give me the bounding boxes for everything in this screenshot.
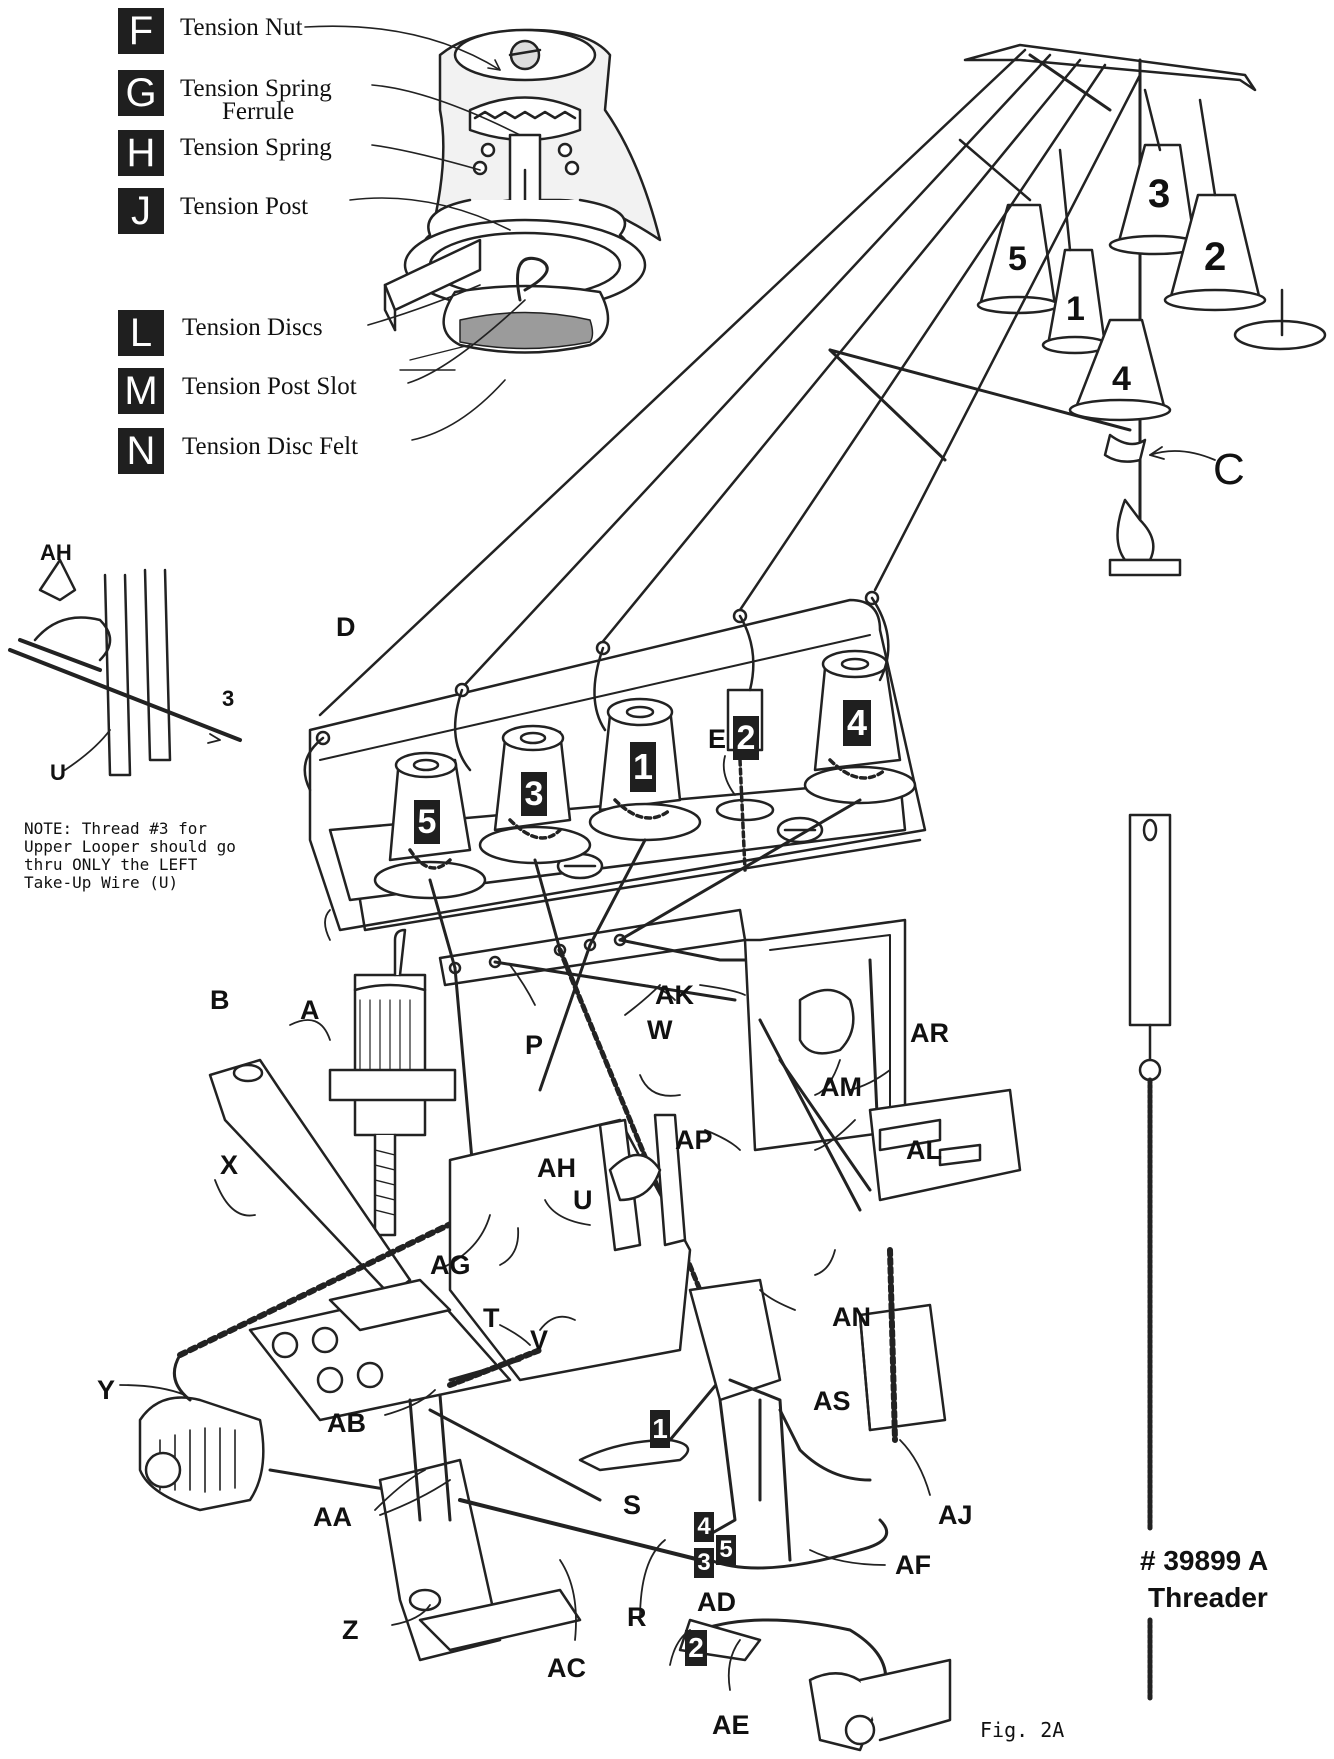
label-aj: AJ bbox=[938, 1500, 973, 1530]
spool-number-2: 2 bbox=[1204, 235, 1227, 279]
cone-number-3: 3 bbox=[521, 772, 547, 816]
spool-number-1: 1 bbox=[1066, 290, 1085, 328]
label-d: D bbox=[336, 612, 356, 642]
spool-number-5: 5 bbox=[1008, 240, 1027, 278]
cone-number-5: 5 bbox=[414, 800, 440, 844]
label-ak: AK bbox=[655, 980, 694, 1010]
cone-number-1: 1 bbox=[630, 742, 656, 792]
label-al: AL bbox=[906, 1135, 942, 1165]
label-ag: AG bbox=[430, 1250, 471, 1280]
label-ah: AH bbox=[537, 1153, 576, 1183]
label-s: S bbox=[623, 1490, 642, 1520]
label-c: C bbox=[1213, 445, 1245, 494]
label-ap: AP bbox=[675, 1125, 713, 1155]
threader-label: Threader bbox=[1148, 1582, 1268, 1613]
spool-number-4: 4 bbox=[1112, 360, 1131, 398]
label-aa: AA bbox=[313, 1502, 352, 1532]
threader-drawing bbox=[1128, 813, 1172, 1703]
legend-badge-g: G bbox=[118, 70, 164, 116]
legend-label-tension-nut: Tension Nut bbox=[180, 14, 303, 41]
legend-badge-f: F bbox=[118, 8, 164, 54]
label-am: AM bbox=[820, 1072, 862, 1102]
inset-label-u: U bbox=[50, 760, 66, 785]
legend-label-tension-discs: Tension Discs bbox=[182, 314, 323, 341]
cone-number-2: 2 bbox=[733, 716, 759, 760]
label-b: B bbox=[210, 985, 230, 1015]
cone-number-4: 4 bbox=[843, 700, 871, 746]
label-t: T bbox=[483, 1303, 500, 1333]
path-number-3: 3 bbox=[694, 1548, 714, 1578]
legend-badge-l: L bbox=[118, 310, 164, 356]
legend-label-tension-post-slot: Tension Post Slot bbox=[182, 373, 357, 400]
label-ae: AE bbox=[712, 1710, 750, 1740]
guide-and-threads-drawing bbox=[119, 755, 1022, 1752]
label-ab: AB bbox=[327, 1408, 366, 1438]
legend-label-ferrule: Ferrule bbox=[222, 98, 295, 125]
label-ar: AR bbox=[910, 1018, 949, 1048]
label-u: U bbox=[573, 1185, 593, 1215]
label-ac: AC bbox=[547, 1653, 586, 1683]
label-y: Y bbox=[97, 1375, 116, 1405]
label-af: AF bbox=[895, 1550, 931, 1580]
note-text: NOTE: Thread #3 for Upper Looper should … bbox=[24, 819, 236, 892]
label-p: P bbox=[525, 1030, 544, 1060]
label-w: W bbox=[647, 1015, 673, 1045]
label-x: X bbox=[220, 1150, 239, 1180]
label-as: AS bbox=[813, 1386, 851, 1416]
label-ad: AD bbox=[697, 1587, 736, 1617]
threader-number: # 39899 A bbox=[1140, 1545, 1269, 1576]
tension-assembly-drawing bbox=[304, 25, 662, 441]
inset-label-3: 3 bbox=[222, 686, 235, 711]
inset-take-up-wire-drawing bbox=[8, 558, 242, 777]
legend-badge-h: H bbox=[118, 130, 164, 176]
label-z: Z bbox=[342, 1615, 359, 1645]
legend-badge-m: M bbox=[118, 368, 164, 414]
label-r: R bbox=[627, 1602, 647, 1632]
label-a: A bbox=[300, 995, 320, 1025]
label-e: E bbox=[708, 724, 727, 754]
label-v: V bbox=[530, 1325, 549, 1355]
thread-stand-drawing bbox=[318, 43, 1327, 717]
legend-label-tension-post: Tension Post bbox=[180, 193, 309, 220]
spool-number-3: 3 bbox=[1148, 172, 1171, 216]
path-number-4: 4 bbox=[694, 1512, 714, 1542]
legend-label-tension-spring: Tension Spring bbox=[180, 134, 332, 161]
path-number-2: 2 bbox=[685, 1630, 707, 1666]
tension-panel-drawing bbox=[303, 590, 927, 932]
legend-label-tension-spring-ferrule: Tension Spring bbox=[180, 75, 332, 102]
path-number-1: 1 bbox=[650, 1410, 670, 1448]
legend-label-tension-disc-felt: Tension Disc Felt bbox=[182, 433, 359, 460]
label-an: AN bbox=[832, 1302, 871, 1332]
inset-label-ah: AH bbox=[40, 540, 72, 565]
legend-badge-n: N bbox=[118, 428, 164, 474]
figure-caption: Fig. 2A bbox=[980, 1718, 1065, 1742]
path-number-5: 5 bbox=[716, 1535, 736, 1565]
legend-badge-j: J bbox=[118, 188, 164, 234]
